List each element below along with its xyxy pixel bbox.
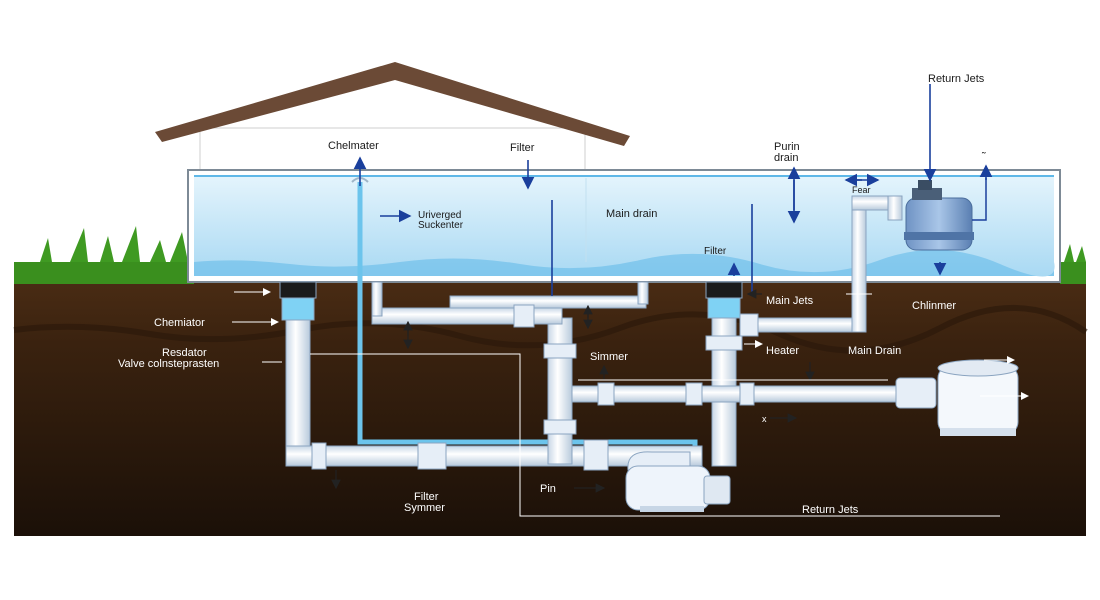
label-main-drain-water: Main drain (606, 208, 657, 220)
label-simmer: Simmer (590, 351, 628, 363)
label-heater: Heater (766, 345, 799, 357)
leader-arrows (331, 289, 815, 493)
label-return-jets-bottom: Return Jets (802, 504, 859, 516)
label-filter-top: Filter (510, 142, 535, 154)
label-small-x: x (762, 414, 767, 424)
grass-left (14, 226, 194, 284)
label-chemiator: Chemiator (154, 317, 205, 329)
label-purin-drain-2: drain (774, 152, 798, 164)
pipes (279, 195, 903, 485)
label-pin: Pin (540, 483, 556, 495)
heater (895, 359, 1019, 436)
filter-tank (904, 178, 987, 251)
label-main-jets: Main Jets (766, 295, 814, 307)
label-fear: Fear (852, 185, 871, 195)
label-filter-bottom-1: Filter (414, 491, 439, 503)
grass-right (1060, 244, 1086, 284)
label-return-jets-top: Return Jets (928, 73, 985, 85)
label-uriverged-1: Uriverged (418, 210, 461, 221)
label-valve: Valve colnsteprasten (118, 358, 219, 370)
label-purin-drain-1: Purin (774, 141, 800, 153)
label-filter-mid: Filter (704, 246, 727, 257)
label-main-drain-ground: Main Drain (848, 345, 901, 357)
label-resdator: Resdator (162, 347, 207, 359)
label-uriverged-2: Suckenter (418, 220, 464, 231)
label-chelmater: Chelmater (328, 140, 379, 152)
flow-arrows (353, 84, 993, 296)
label-filter-bottom-2: Symmer (404, 502, 445, 514)
pump (625, 451, 731, 512)
label-tilde: ˜ (981, 151, 986, 163)
label-chlinmer: Chlinmer (912, 300, 956, 312)
white-leaders (232, 288, 1029, 517)
